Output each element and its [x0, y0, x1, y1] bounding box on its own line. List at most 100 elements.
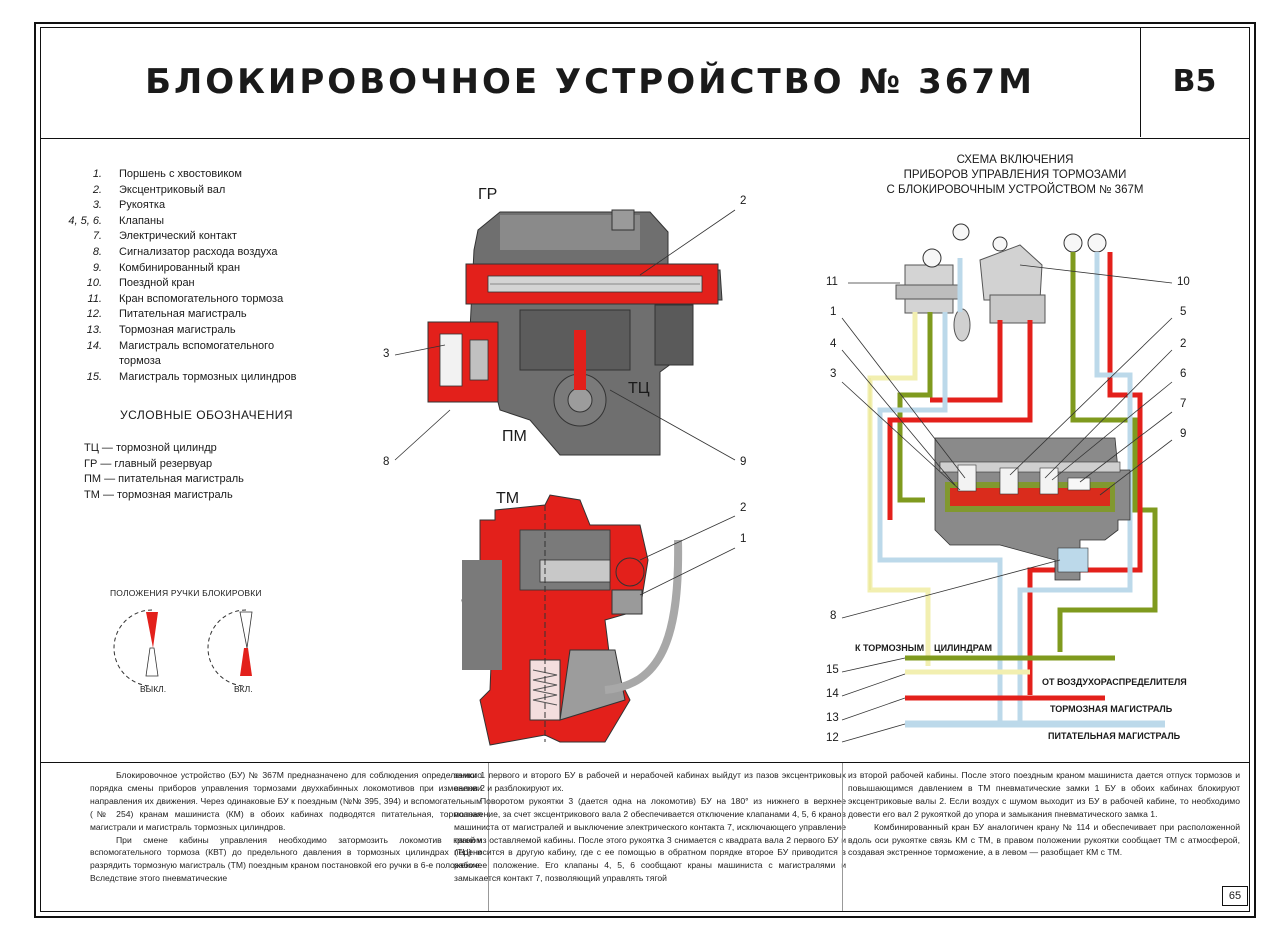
pipe-label-to-cylinders-b: ЦИЛИНДРАМ [934, 643, 992, 653]
paragraph: При смене кабины управления необходимо з… [90, 834, 482, 884]
legend-item: 2. Эксцентриковый вал [62, 183, 362, 199]
scheme-pipes [867, 252, 1165, 728]
paragraph: Комбинированный кран БУ аналогичен крану… [848, 821, 1240, 858]
legend-item: 12. Питательная магистраль [62, 307, 362, 323]
legend-text: Магистраль вспомогательного [119, 339, 275, 352]
legend-text: Рукоятка [119, 199, 166, 212]
legend-text: Поездной кран [119, 277, 195, 290]
legend-text: Кран вспомогательного тормоза [119, 292, 284, 305]
label-tm: ТМ [496, 490, 520, 507]
scheme-callout-8: 8 [830, 610, 837, 622]
sheet-code: В5 [1140, 27, 1248, 137]
handle-on-icon [207, 609, 253, 687]
text-column-2: замки 1 первого и второго БУ в рабочей и… [454, 769, 846, 885]
callout-1-lower: 1 [740, 533, 747, 545]
scheme-callout-15: 15 [826, 664, 839, 676]
scheme-callout-12: 12 [826, 732, 839, 744]
scheme-callout-4: 4 [830, 338, 837, 350]
column-divider [842, 763, 843, 911]
callout-9: 9 [740, 456, 747, 468]
scheme-callout-6: 6 [1180, 368, 1187, 380]
convention-item: ГР — главный резервуар [84, 457, 213, 470]
scheme-title: СХЕМА ВКЛЮЧЕНИЯ ПРИБОРОВ УПРАВЛЕНИЯ ТОРМ… [850, 153, 1180, 198]
legend-item: 8.Сигнализатор расхода воздуха [62, 245, 362, 261]
legend-item: 3. Рукоятка [62, 198, 362, 214]
scheme-callout-3: 3 [830, 368, 837, 380]
pipe-label-feed-line: ПИТАТЕЛЬНАЯ МАГИСТРАЛЬ [1048, 731, 1181, 741]
legend-number: 13. [86, 323, 102, 336]
legend-number: 4, 5, 6. [68, 214, 102, 227]
legend-item: 9.Комбинированный кран [62, 261, 362, 277]
legend-text: Сигнализатор расхода воздуха [119, 245, 278, 258]
legend-item: 15. Магистраль тормозных цилиндров [62, 370, 362, 386]
handle-on-label: ВКЛ. [234, 684, 253, 694]
scheme-callout-7: 7 [1180, 398, 1187, 410]
conventions-title: УСЛОВНЫЕ ОБОЗНАЧЕНИЯ [120, 408, 294, 422]
conventions-list: ТЦ — тормозной цилиндр ГР — главный резе… [84, 441, 244, 503]
column-divider [488, 763, 489, 911]
scheme-devices [895, 223, 1107, 342]
scheme-title-line: СХЕМА ВКЛЮЧЕНИЯ [956, 154, 1074, 166]
paragraph: из второй рабочей кабины. После этого по… [848, 770, 1240, 819]
scheme-callout-5: 5 [1180, 306, 1187, 318]
pipe-label-to-cylinders-a: К ТОРМОЗНЫМ [855, 643, 925, 653]
legend-text: Магистраль тормозных цилиндров [119, 370, 297, 383]
legend-text: Поршень с хвостовиком [119, 168, 242, 180]
legend-item: 1. Поршень с хвостовиком [62, 167, 362, 183]
convention-item: ТЦ — тормозной цилиндр [84, 442, 217, 454]
legend-item: 7. Электрический контакт [62, 229, 362, 245]
scheme-callout-9: 9 [1180, 428, 1187, 440]
label-pm: ПМ [502, 428, 527, 445]
handle-positions-title: ПОЛОЖЕНИЯ РУЧКИ БЛОКИРОВКИ [110, 588, 262, 598]
scheme-callout-11: 11 [826, 276, 838, 288]
title-row: БЛОКИРОВОЧНОЕ УСТРОЙСТВО № 367М В5 [40, 27, 1250, 139]
upper-device-cutaway [427, 209, 723, 456]
legend-number: 3. [92, 199, 102, 212]
page-title: БЛОКИРОВОЧНОЕ УСТРОЙСТВО № 367М [145, 62, 1035, 102]
scheme-callout-2: 2 [1180, 338, 1187, 350]
scheme-callout-10: 10 [1177, 276, 1190, 288]
scheme-callout-1: 1 [830, 306, 837, 318]
legend-item: 4, 5, 6. Клапаны [62, 214, 362, 230]
paragraph: Поворотом рукоятки 3 (дается одна на лок… [454, 795, 846, 884]
parts-legend: 1. Поршень с хвостовиком 2. Эксцентриковый … [62, 167, 362, 385]
legend-number: 14. [86, 339, 102, 352]
legend-number: 7. [92, 230, 102, 243]
handle-off-icon [113, 609, 159, 687]
scheme-title-line: С БЛОКИРОВОЧНЫМ УСТРОЙСТВОМ № 367М [886, 184, 1144, 196]
legend-text: Электрический контакт [119, 230, 237, 243]
legend-number: 9. [92, 261, 102, 274]
scheme-callout-lines [841, 264, 1173, 743]
pipe-label-brake-line: ТОРМОЗНАЯ МАГИСТРАЛЬ [1050, 704, 1173, 714]
page-number: 65 [1222, 886, 1248, 906]
legend-text: Питательная магистраль [119, 308, 247, 321]
scheme-title-line: ПРИБОРОВ УПРАВЛЕНИЯ ТОРМОЗАМИ [903, 169, 1127, 181]
paragraph: замки 1 первого и второго БУ в рабочей и… [454, 770, 846, 793]
pipe-label-from-distributor: ОТ ВОЗДУХОРАСПРЕДЕЛИТЕЛЯ [1042, 677, 1187, 687]
text-column-3: из второй рабочей кабины. После этого по… [848, 769, 1240, 859]
convention-item: ПМ — питательная магистраль [84, 473, 244, 485]
legend-text: Эксцентриковый вал [119, 183, 226, 196]
convention-item: ТМ — тормозная магистраль [84, 488, 233, 501]
legend-text: Клапаны [119, 214, 164, 227]
legend-number: 2. [92, 183, 102, 196]
handle-off-label: ВЫКЛ. [140, 684, 167, 694]
legend-text-cont: тормоза [119, 355, 161, 368]
outer-frame [34, 22, 1256, 918]
callout-8: 8 [383, 456, 390, 468]
legend-number: 1. [92, 168, 102, 180]
legend-number: 11. [87, 292, 102, 305]
legend-text: Тормозная магистраль [119, 323, 236, 336]
paragraph: Блокировочное устройство (БУ) № 367М пре… [90, 770, 482, 832]
callout-3: 3 [383, 348, 390, 360]
scheme-blocking-unit [934, 437, 1131, 581]
legend-number: 12. [86, 308, 102, 321]
legend-number: 15. [86, 370, 102, 383]
lower-device-cutaway [461, 494, 683, 746]
callout-2-lower: 2 [740, 502, 747, 514]
text-column-1: Блокировочное устройство (БУ) № 367М пре… [90, 769, 482, 885]
description-section: Блокировочное устройство (БУ) № 367М пре… [40, 762, 1250, 912]
legend-item: 10.Поездной кран [62, 276, 362, 292]
legend-item: 14. Магистраль вспомогательного тормоза [62, 339, 362, 370]
